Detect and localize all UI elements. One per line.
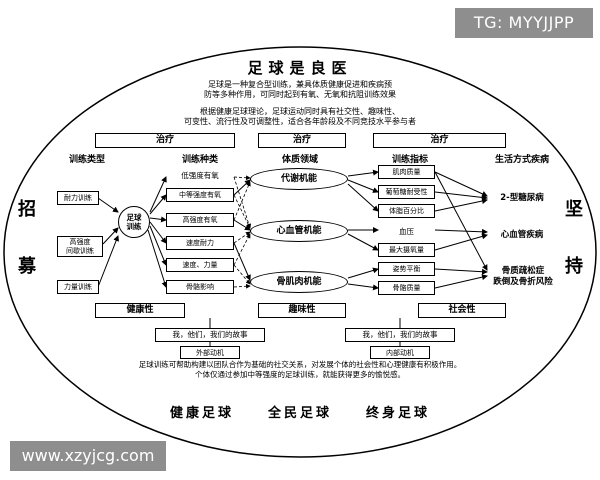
kind-speed-endurance: 速度耐力 bbox=[166, 236, 234, 250]
motive-internal: 内部动机 bbox=[370, 346, 430, 359]
kind-bone-impact: 骨骼影响 bbox=[166, 280, 234, 294]
slogan-3: 终身足球 bbox=[365, 406, 430, 421]
col-training-type: 训练类型 bbox=[68, 155, 105, 165]
col-training-kind: 训练种类 bbox=[181, 155, 218, 165]
side-left-1: 招 bbox=[18, 199, 36, 220]
story-left: 我，他们，我们的故事 bbox=[155, 328, 265, 342]
type-strength: 力量训练 bbox=[57, 280, 99, 294]
domain-metabolic: 代谢机能 bbox=[250, 168, 348, 190]
domain-cardiovascular: 心血管机能 bbox=[250, 220, 348, 242]
motive-external: 外部动机 bbox=[180, 346, 240, 359]
diagram-title: 足球是良医 bbox=[247, 59, 353, 77]
bottom-bar-social: 社会性 bbox=[418, 303, 506, 318]
footer-line-1: 足球训练可帮助构建以团队合作为基础的社交关系，对发展个体的社会性和心理健康有积极… bbox=[138, 360, 462, 369]
slogans: 健康足球 全民足球 终身足球 bbox=[170, 402, 430, 421]
col-lifestyle-disease: 生活方式疾病 bbox=[494, 155, 549, 165]
top-bar-right: 治疗 bbox=[373, 133, 506, 148]
bottom-bar-fun: 趣味性 bbox=[258, 303, 346, 318]
intro-line-2: 防等多种作用，可同时起到有氧、无氧和抗阻训练效果 bbox=[204, 90, 396, 99]
intro-line-1: 足球是一种复合型训练，兼具体质健康促进和疾病预 bbox=[208, 80, 392, 89]
disease-osteoporosis: 骨质疏松症 跌倒及骨折风险 bbox=[493, 266, 553, 287]
dashed-arrows bbox=[233, 175, 252, 289]
type-hiit: 高强度 间歇训练 bbox=[57, 236, 103, 257]
kind-low-aerobic: 低强度有氧 bbox=[181, 171, 219, 180]
kind-speed-strength: 速度、力量 bbox=[166, 258, 234, 272]
top-bar-center: 治疗 bbox=[258, 133, 346, 148]
watermark-bottom: www.xzyjcg.com bbox=[10, 441, 166, 471]
kind-high-aerobic: 高强度有氧 bbox=[166, 213, 234, 227]
col-training-index: 训练指标 bbox=[391, 155, 428, 165]
intro-line-4: 可变性、流行性及可调整性，适合各年龄段及不同竞技水平参与者 bbox=[184, 117, 416, 126]
index-blood-pressure: 血压 bbox=[399, 227, 414, 236]
slogan-2: 全民足球 bbox=[267, 406, 332, 421]
type-endurance: 耐力训练 bbox=[57, 191, 99, 205]
story-right: 我，他们，我们的故事 bbox=[345, 328, 455, 342]
watermark-top: TG: MYYJJPP bbox=[455, 8, 593, 38]
index-muscle-mass: 肌肉质量 bbox=[378, 165, 435, 179]
disease-type2-diabetes: 2-型糖尿病 bbox=[500, 193, 544, 203]
side-left-2: 募 bbox=[18, 256, 36, 277]
side-right-1: 坚 bbox=[565, 199, 583, 220]
disease-cardiovascular: 心血管疾病 bbox=[500, 230, 544, 240]
col-physique-domain: 体质领域 bbox=[281, 155, 318, 165]
index-postural-balance: 姿势平衡 bbox=[378, 262, 435, 276]
intro-line-3: 根据健康足球理论，足球运动同时具有社交性、趣味性、 bbox=[200, 107, 400, 116]
top-bar-left: 治疗 bbox=[95, 133, 235, 148]
index-glucose-tolerance: 葡萄糖耐受性 bbox=[378, 185, 435, 199]
kind-moderate-aerobic: 中等强度有氧 bbox=[166, 188, 234, 202]
footer-line-2: 个体仅通过参加中等强度的足球训练，就能获得更多的愉悦感。 bbox=[195, 370, 405, 379]
bottom-bar-health: 健康性 bbox=[95, 303, 185, 318]
center-node-football: 足球 训练 bbox=[118, 206, 150, 238]
index-vo2max: 最大摄氧量 bbox=[378, 243, 435, 257]
side-right-2: 持 bbox=[565, 256, 583, 277]
domain-musculoskeletal: 骨肌肉机能 bbox=[250, 271, 348, 293]
index-body-fat: 体脂百分比 bbox=[378, 204, 435, 218]
slogan-1: 健康足球 bbox=[170, 406, 235, 421]
index-bone-mass: 骨骼质量 bbox=[378, 281, 435, 295]
outer-ellipse bbox=[3, 46, 597, 458]
